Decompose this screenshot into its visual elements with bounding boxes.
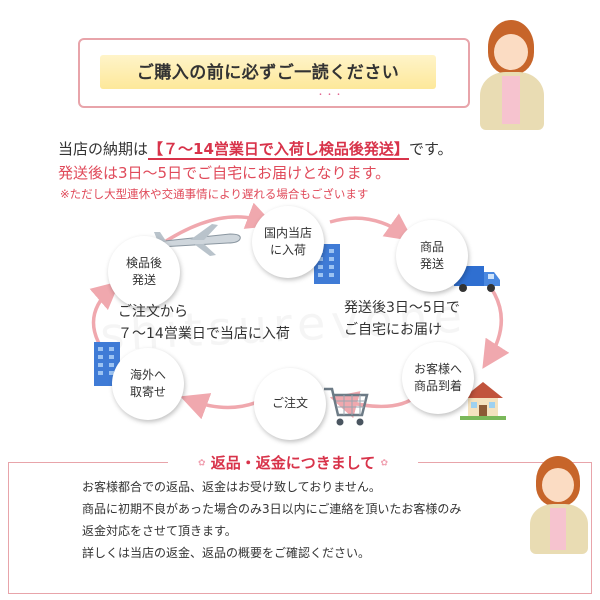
right-delivery-label-1: 発送後3日～5日で bbox=[344, 300, 460, 316]
return-policy-title: ✿ 返品・返金につきまして ✿ bbox=[197, 454, 389, 472]
node-order: ご注文 bbox=[254, 368, 326, 440]
node-domestic-arrival: 国内当店 に入荷 bbox=[252, 206, 324, 278]
return-line: お客様都合での返品、返金はお受け致しておりません。 bbox=[82, 480, 381, 494]
header-title: ご購入の前に必ずご一読ください bbox=[136, 63, 400, 83]
header-band bbox=[100, 55, 436, 89]
return-line: 商品に初期不良があった場合のみ3日以内にご連絡を頂いたお客様のみ bbox=[82, 502, 462, 516]
woman-avatar-icon bbox=[478, 20, 548, 132]
left-lead-label-2: ７～14営業日で当店に入荷 bbox=[118, 326, 290, 342]
node-customer-receive: お客様へ 商品到着 bbox=[402, 342, 474, 414]
node-product-ship: 商品 発送 bbox=[396, 220, 468, 292]
delivery-statement: 発送後は3日～5日でご自宅にお届けとなります。 bbox=[58, 164, 391, 182]
woman-avatar-icon bbox=[528, 456, 590, 556]
airplane-icon bbox=[153, 224, 241, 256]
node-inspect-ship: 検品後 発送 bbox=[108, 236, 180, 308]
return-title-background bbox=[168, 450, 418, 476]
right-delivery-label-2: ご自宅にお届け bbox=[344, 322, 442, 338]
return-line: 返金対応をさせて頂きます。 bbox=[82, 524, 237, 538]
return-policy-box bbox=[8, 462, 592, 594]
house-icon bbox=[460, 382, 506, 420]
lead-time-statement: 当店の納期は【７～14営業日で入荷し検品後発送】です。 bbox=[58, 140, 453, 160]
lead-time-highlight: 【７～14営業日で入荷し検品後発送】 bbox=[148, 140, 409, 160]
node-overseas-order: 海外へ 取寄せ bbox=[112, 348, 184, 420]
return-line: 詳しくは当店の返金、返品の概要をご確認ください。 bbox=[82, 546, 371, 560]
shopping-cart-icon bbox=[324, 387, 369, 426]
delay-note: ※ただし大型連休や交通事情により遅れる場合もございます bbox=[60, 187, 369, 201]
header-dots: ･･･ bbox=[318, 90, 345, 101]
left-lead-label-1: ご注文から bbox=[118, 304, 188, 320]
